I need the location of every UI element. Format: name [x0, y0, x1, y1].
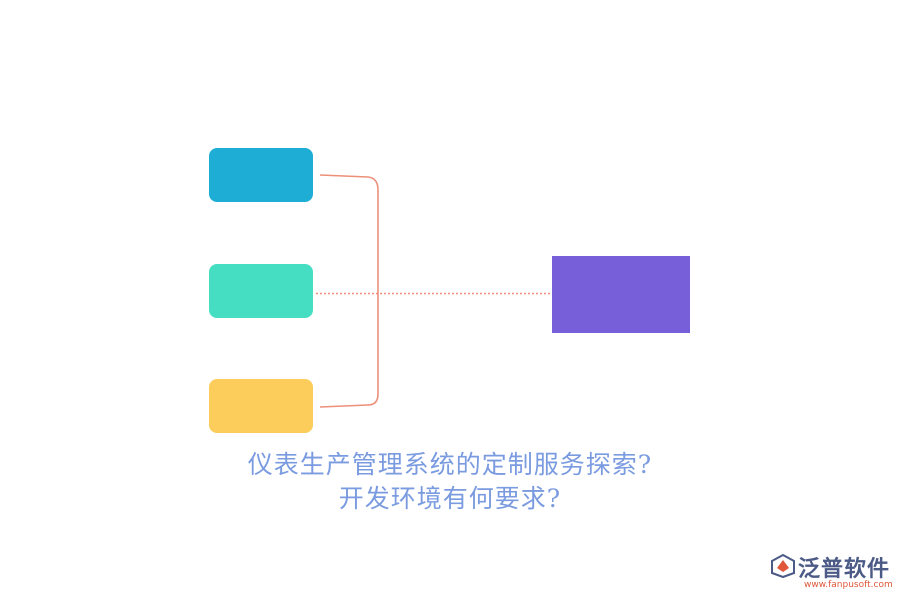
- caption-line-1: 仪表生产管理系统的定制服务探索?: [247, 450, 653, 479]
- logo-url: www.fanpusoft.com: [804, 580, 893, 590]
- bracket-connector: [319, 174, 379, 408]
- logo-name: 泛普软件: [798, 557, 891, 582]
- purple-target-box: [552, 256, 690, 333]
- fanpu-logo-icon: [771, 553, 795, 579]
- brand-logo: 泛普软件 www.fanpusoft.com: [770, 551, 894, 595]
- caption-line-2: 开发环境有何要求?: [338, 484, 562, 513]
- teal-node-box: [209, 264, 313, 318]
- blue-node-box: [209, 148, 313, 202]
- yellow-node-box: [209, 379, 313, 433]
- caption: 仪表生产管理系统的定制服务探索? 开发环境有何要求?: [150, 448, 750, 516]
